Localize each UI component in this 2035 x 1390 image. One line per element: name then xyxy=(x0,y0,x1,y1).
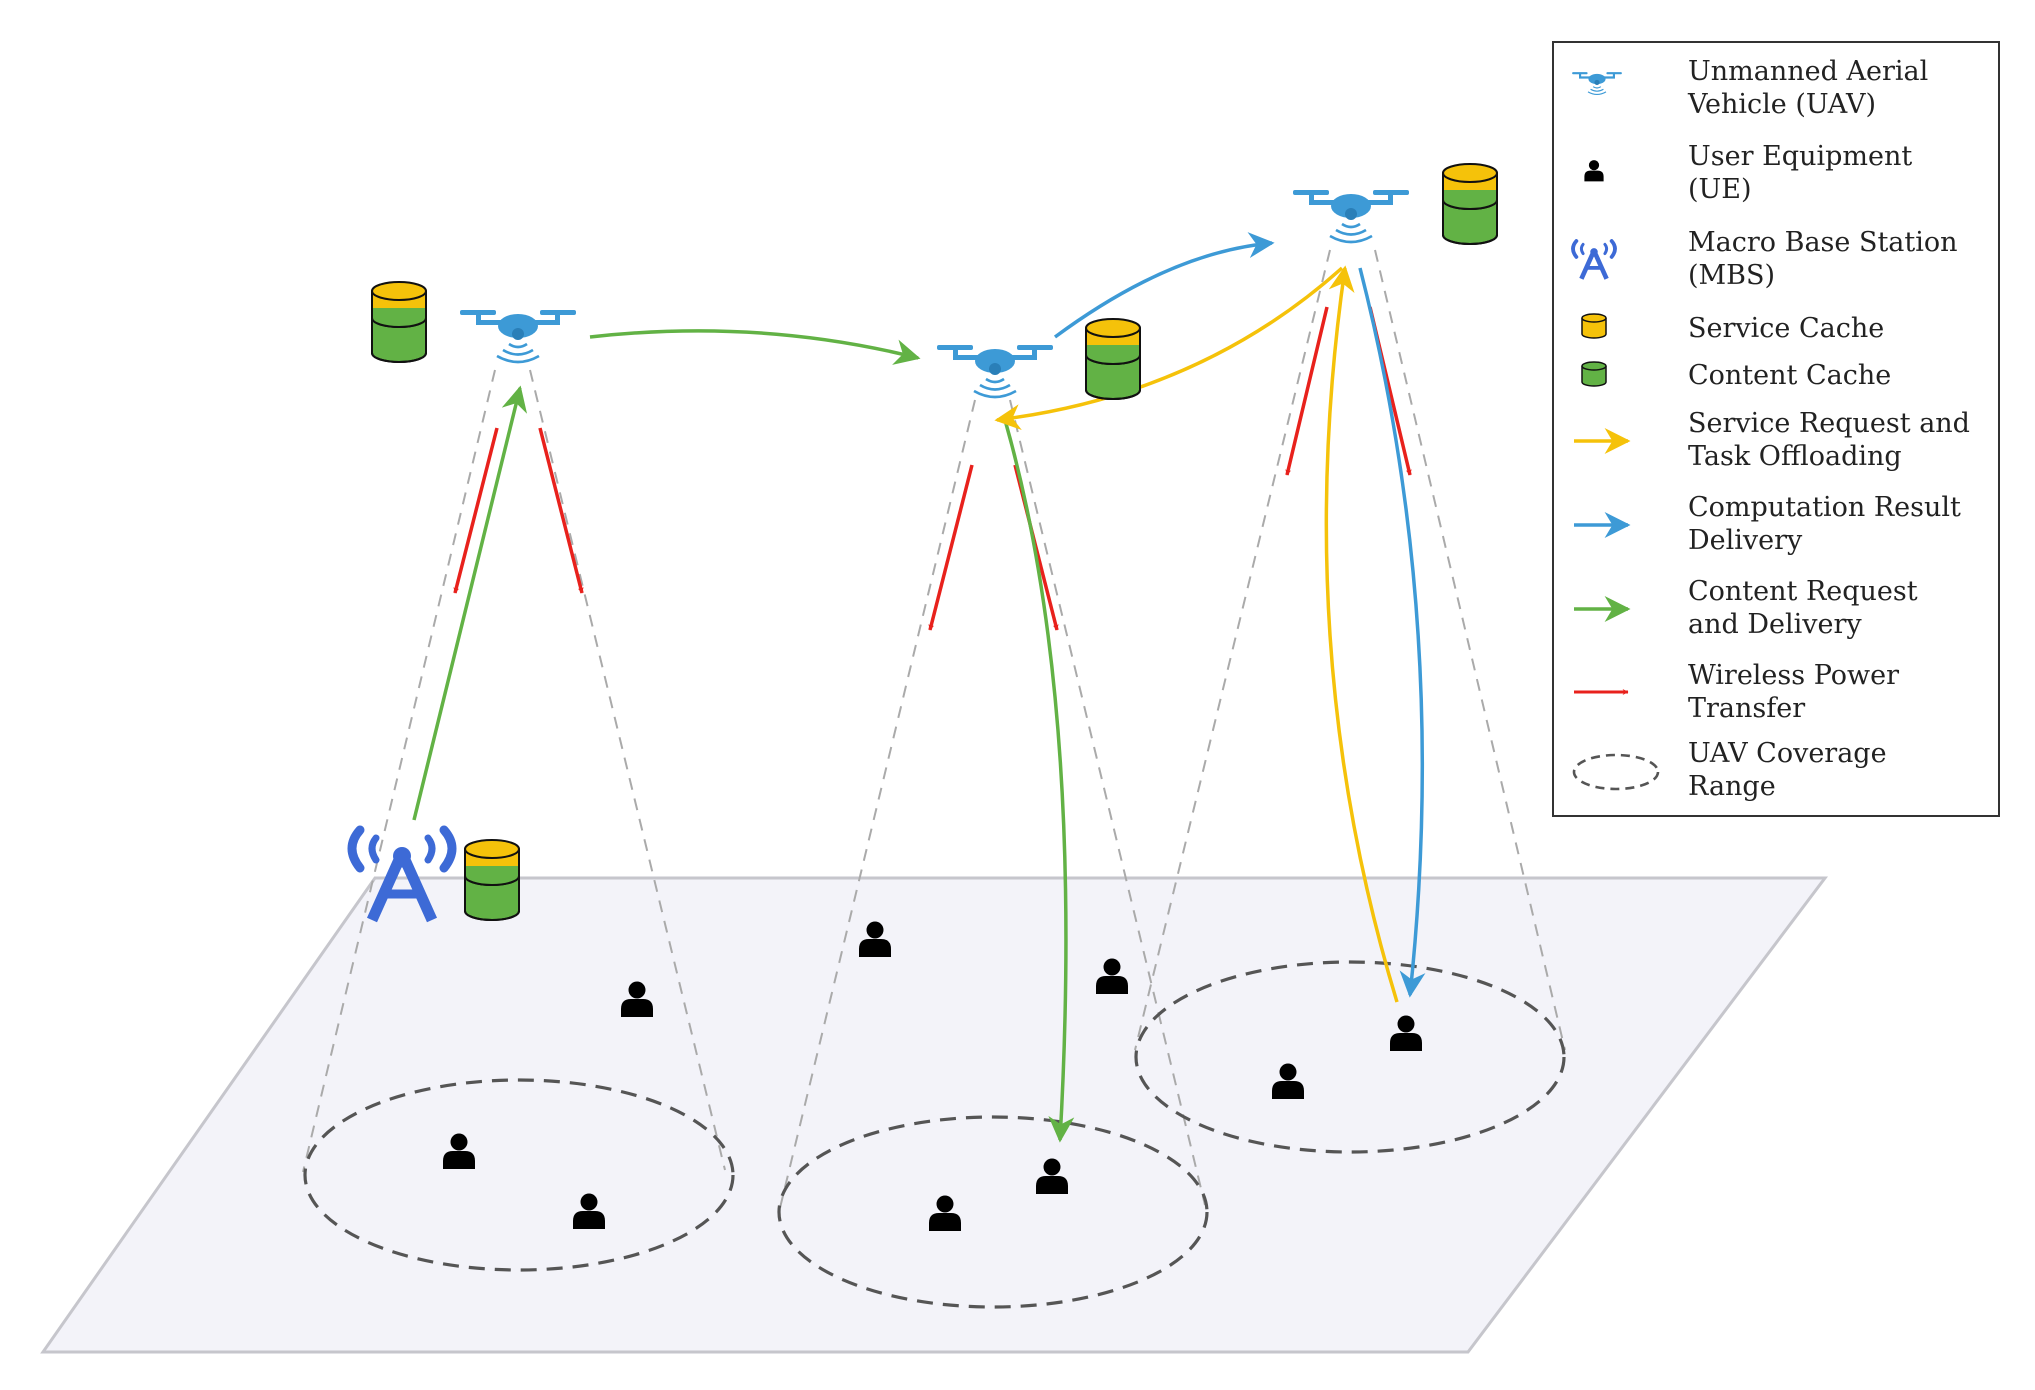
legend-label-content-cache: Content Cache xyxy=(1688,360,1891,391)
service-cache-icon xyxy=(1581,313,1607,339)
cache-icon xyxy=(1085,318,1141,400)
legend-label-ue: User Equipment(UE) xyxy=(1688,141,1912,205)
ground-plane xyxy=(40,876,1829,1354)
coverage-range-1 xyxy=(303,1078,735,1272)
coverage-range-2 xyxy=(777,1115,1209,1309)
content-cache-icon xyxy=(1581,361,1607,387)
legend-label-mbs: Macro Base Station(MBS) xyxy=(1688,227,1958,291)
wireless-power-arrows xyxy=(453,306,1412,631)
dashed-ellipse-icon xyxy=(1572,753,1660,791)
coverage-range-3 xyxy=(1134,960,1566,1154)
result-arrows xyxy=(1053,232,1426,998)
cache-icon xyxy=(371,281,427,363)
coverage-cone-lines xyxy=(302,249,1566,1209)
legend-label-service-cache: Service Cache xyxy=(1688,313,1884,344)
coverage-ellipses xyxy=(303,960,1566,1309)
base-station-icon xyxy=(1571,239,1617,280)
uav-icon xyxy=(458,308,578,364)
content-arrows xyxy=(412,329,1075,1143)
base-station-icon xyxy=(347,825,457,923)
service-arrows xyxy=(994,265,1399,1003)
legend-icons xyxy=(1571,71,1660,791)
cache-icon xyxy=(464,839,520,921)
cache-icon xyxy=(1442,163,1498,245)
uav-icon xyxy=(1291,188,1411,244)
uav-icon xyxy=(935,343,1055,399)
